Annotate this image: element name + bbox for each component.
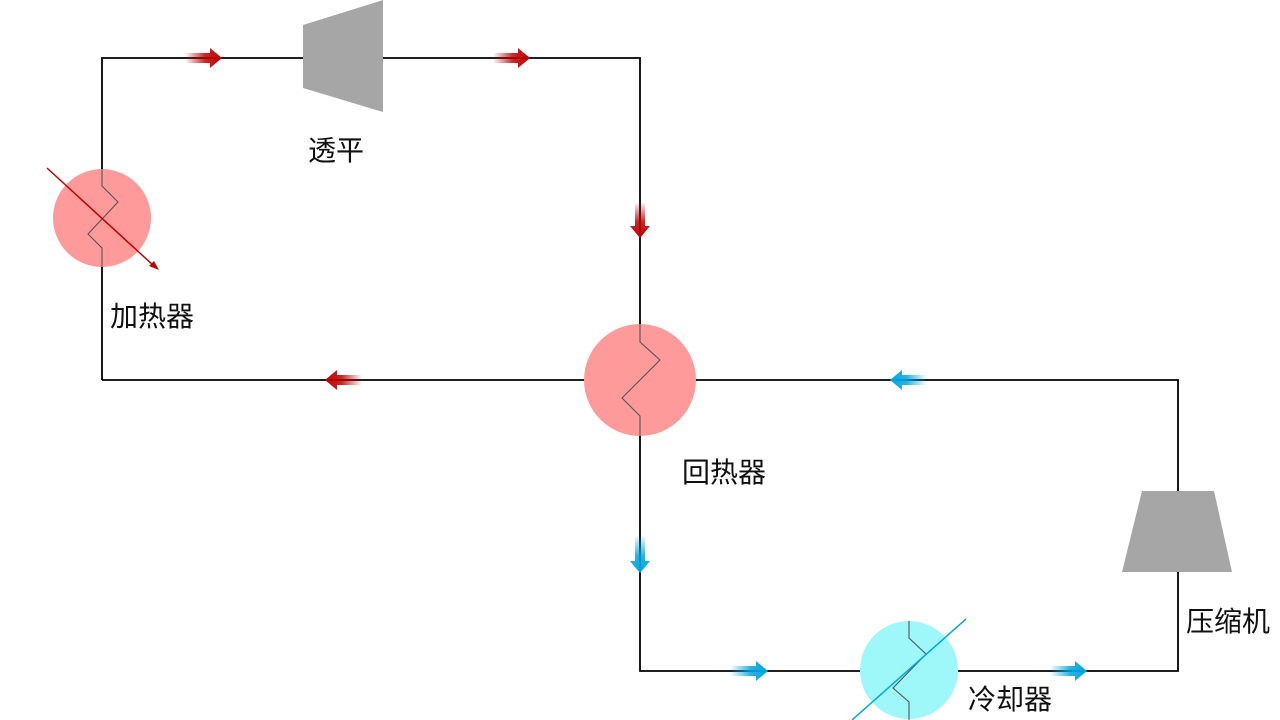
compressor-label: 压缩机 (1186, 605, 1270, 638)
flow-arrow-hot (325, 370, 362, 390)
compressor-icon (1122, 491, 1232, 572)
heater-coil (87, 169, 119, 267)
heat-input-arrow-line (46, 167, 155, 267)
cold-loop-pipes (639, 379, 1179, 672)
turbine-label: 透平 (308, 134, 364, 167)
flow-arrow-cold (630, 535, 650, 573)
heater (46, 167, 159, 270)
cooler-coil (892, 621, 927, 720)
recuperator-label: 回热器 (682, 456, 766, 489)
heat-input-arrow-head (149, 261, 159, 270)
pipe-heater-to-turbine (101, 57, 303, 170)
pipe-recuperator-to-cooler (639, 436, 860, 672)
flow-arrow-hot (630, 202, 650, 238)
pipe-compressor-to-recuperator (696, 379, 1179, 491)
pipe-turbine-to-recuperator (383, 57, 641, 325)
cooling-line (851, 618, 967, 720)
pipe-cooler-to-compressor (958, 572, 1179, 672)
turbine-icon (303, 0, 383, 112)
recuperator (584, 324, 696, 436)
cooler (851, 618, 967, 720)
heater-label: 加热器 (110, 300, 194, 333)
flow-arrow-hot (185, 48, 222, 68)
hot-flow-arrows (185, 48, 650, 390)
cooler-label: 冷却器 (968, 683, 1052, 716)
cold-flow-arrows (630, 370, 1087, 681)
flow-arrow-cold (1050, 661, 1087, 681)
flow-arrow-hot (493, 48, 530, 68)
recuperator-coil (621, 324, 661, 436)
flow-arrow-cold (730, 661, 768, 681)
flow-arrow-cold (890, 370, 927, 390)
